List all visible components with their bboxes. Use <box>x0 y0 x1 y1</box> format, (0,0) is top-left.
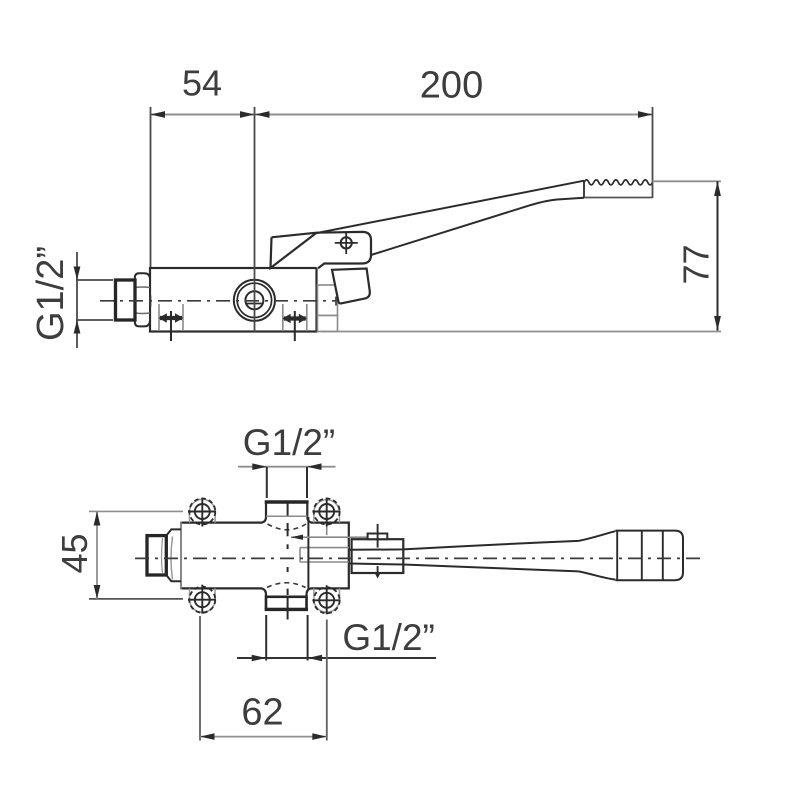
svg-text:G1/2”: G1/2” <box>243 422 336 463</box>
svg-text:G1/2”: G1/2” <box>30 246 72 341</box>
svg-text:54: 54 <box>182 63 222 104</box>
svg-text:62: 62 <box>241 692 283 734</box>
svg-text:45: 45 <box>54 533 95 573</box>
svg-text:G1/2”: G1/2” <box>342 617 435 658</box>
svg-text:77: 77 <box>676 244 717 284</box>
svg-text:200: 200 <box>420 65 483 107</box>
